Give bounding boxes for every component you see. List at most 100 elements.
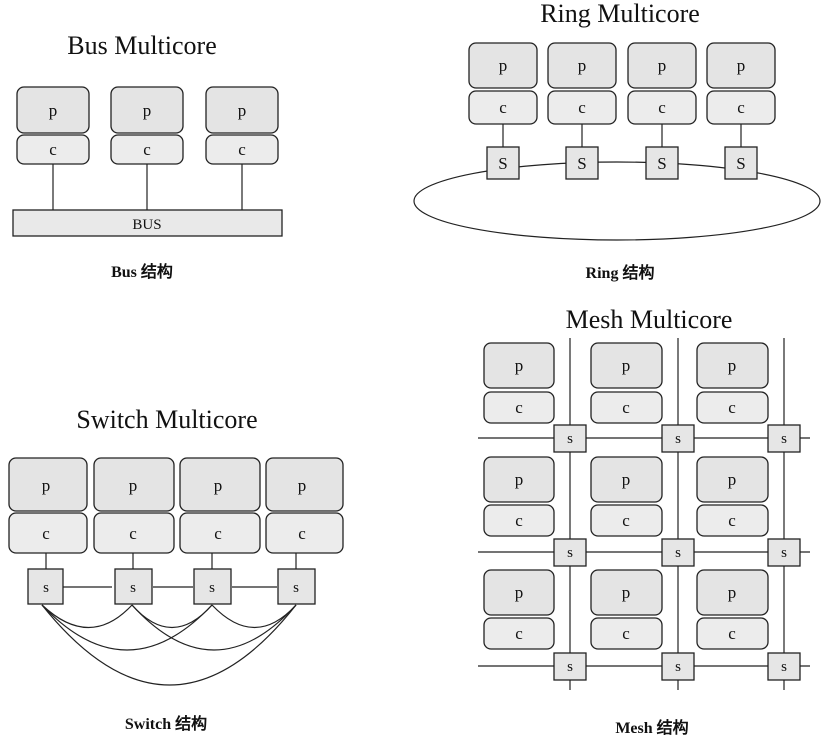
mesh-processor-label: p [515,583,524,602]
mesh-cache-box [696,391,769,424]
switch-switch-label: s [293,580,299,596]
mesh-cache-label: c [622,398,630,417]
mesh-processor-box [590,569,663,616]
ring-cache-label: c [578,98,586,117]
switch-core-2: p c s [93,457,175,605]
switch-processor-label: p [129,476,138,495]
mesh-cache-label: c [728,624,736,643]
bus-core-1: p c [16,86,90,210]
mesh-switch-label: s [567,659,573,675]
ring-switch-label: S [736,154,745,173]
mesh-cache-box [590,504,663,537]
switch-core-1: p c s [8,457,88,605]
switch-cache-label: c [42,524,50,543]
mesh-cache-box [696,504,769,537]
ring-core-2: p c S [547,42,617,180]
mesh-switch-label: s [675,545,681,561]
ring-processor-box [468,42,538,89]
switch-processor-label: p [298,476,307,495]
mesh-switch-box [661,652,695,681]
bus-core-3: p c [205,86,279,210]
mesh-row-1: p c s p c s p c s [483,342,801,453]
switch-cache-box [265,512,344,554]
mesh-cache-label: c [515,624,523,643]
ring-ellipse [413,161,821,241]
bus-processor-label: p [143,101,152,120]
ring-processor-box [706,42,776,89]
mesh-processor-box [483,569,555,616]
ring-processor-label: p [499,56,508,75]
bus-bar-label: BUS [132,217,161,233]
switch-cache-label: c [214,524,222,543]
ring-switch-box [486,146,520,180]
switch-core-4: p c s [265,457,344,605]
switch-arc [211,604,297,628]
bus-core-2: p c [110,86,184,210]
mesh-title: Mesh Multicore [566,305,733,334]
mesh-caption: Mesh 结构 [615,718,688,737]
mesh-switch-box [661,538,695,567]
switch-processor-box [8,457,88,512]
mesh-switch-label: s [781,431,787,447]
mesh-cache-box [590,617,663,650]
switch-caption: Switch 结构 [125,714,207,733]
mesh-multicore-panel: Mesh Multicore p c s p c s p c s [478,305,810,737]
mesh-cache-label: c [515,511,523,530]
mesh-row-2: p c s p c s p c s [483,456,801,567]
switch-arc [41,604,213,651]
switch-switch-box [277,568,316,605]
mesh-processor-label: p [515,470,524,489]
mesh-processor-box [590,342,663,389]
mesh-cache-box [483,391,555,424]
switch-processor-label: p [214,476,223,495]
bus-cache-label: c [143,140,151,159]
mesh-switch-box [553,424,587,453]
ring-switch-label: S [498,154,507,173]
mesh-switch-label: s [781,545,787,561]
ring-switch-box [565,146,599,180]
bus-processor-box [205,86,279,134]
mesh-switch-box [661,424,695,453]
mesh-switch-box [553,538,587,567]
mesh-processor-label: p [728,583,737,602]
mesh-processor-box [590,456,663,503]
ring-processor-box [627,42,697,89]
mesh-cache-box [590,391,663,424]
ring-switch-label: S [657,154,666,173]
mesh-processor-label: p [728,356,737,375]
switch-cache-label: c [298,524,306,543]
switch-cache-box [8,512,88,554]
mesh-processor-box [483,456,555,503]
ring-title: Ring Multicore [540,0,700,28]
mesh-switch-box [553,652,587,681]
ring-processor-label: p [737,56,746,75]
bus-title: Bus Multicore [67,31,217,60]
ring-caption: Ring 结构 [586,263,655,282]
bus-cache-label: c [238,140,246,159]
mesh-switch-label: s [567,545,573,561]
switch-switch-box [27,568,64,605]
mesh-cache-box [483,617,555,650]
ring-switch-box [724,146,758,180]
mesh-processor-box [696,456,769,503]
mesh-switch-box [767,424,801,453]
ring-processor-box [547,42,617,89]
switch-core-3: p c s [179,457,261,605]
ring-cache-label: c [499,98,507,117]
switch-arc [41,604,133,628]
ring-cache-label: c [737,98,745,117]
bus-caption: Bus 结构 [111,262,173,281]
mesh-processor-box [483,342,555,389]
mesh-switch-label: s [675,431,681,447]
switch-processor-box [179,457,261,512]
mesh-cache-label: c [728,511,736,530]
switch-switch-label: s [130,580,136,596]
switch-cache-label: c [129,524,137,543]
ring-processor-label: p [578,56,587,75]
switch-arc [131,604,297,651]
mesh-processor-box [696,569,769,616]
switch-processor-box [93,457,175,512]
bus-processor-label: p [49,101,58,120]
mesh-cache-label: c [622,624,630,643]
